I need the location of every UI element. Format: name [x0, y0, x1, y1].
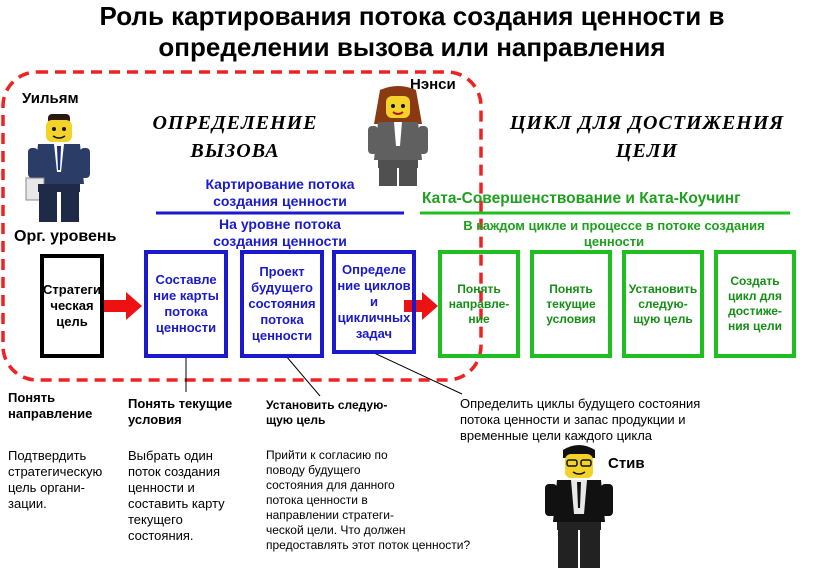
note4-body: Определить циклы будущего состояния пото…: [460, 396, 700, 444]
kata-subtitle-line2: ценности: [583, 234, 645, 249]
note3-title-line2: щую цель: [266, 413, 326, 427]
vsm-future-text: Проект будущего состояния потока ценност…: [248, 264, 316, 343]
note3-title: Установить следую- щую цель: [266, 398, 387, 428]
note3-line: Прийти к согласию по: [266, 448, 388, 462]
vsm-label: Картирование потока создания ценности: [150, 176, 410, 210]
note1-line: зации.: [8, 496, 47, 511]
note3-line: потока ценности в: [266, 493, 368, 507]
note2-title-line1: Понять текущие: [128, 396, 233, 411]
strategic-goal-text: Стратеги ческая цель: [43, 282, 101, 329]
note4-line: потока ценности и запас продукции и: [460, 412, 686, 427]
note4-line: Определить циклы будущего состояния: [460, 396, 701, 411]
red-arrow-icon: [404, 292, 438, 320]
loops-box: Определе ние циклов и цикличных задач: [332, 250, 416, 354]
strategic-goal-box: Стратеги ческая цель: [40, 254, 104, 358]
note2-title: Понять текущие условия: [128, 396, 232, 428]
note2-line: составить карту: [128, 496, 225, 511]
green-cycle-text: Создать цикл для достиже- ния цели: [727, 274, 783, 333]
red-arrow-icon: [104, 292, 142, 320]
vs-level-label: На уровне потока создания ценности: [150, 216, 410, 250]
green-target-text: Установить следую- щую цель: [628, 281, 698, 326]
kata-subtitle: В каждом цикле и процессе в потоке созда…: [424, 218, 804, 250]
green-conditions-box: Понять текущие условия: [530, 250, 612, 358]
kata-title: Ката-Совершенствование и Ката-Коучинг: [422, 190, 741, 207]
note3-line: состояния для данного: [266, 478, 395, 492]
note4-line: временные цели каждого цикла: [460, 428, 653, 443]
note2-title-line2: условия: [128, 412, 182, 427]
note1-title-line1: Понять: [8, 390, 56, 405]
note2-line: текущего: [128, 512, 183, 527]
note1-body: Подтвердить стратегическую цель органи- …: [8, 448, 102, 512]
green-direction-text: Понять направле- ние: [448, 281, 510, 326]
note2-line: поток создания: [128, 464, 221, 479]
green-target-box: Установить следую- щую цель: [622, 250, 704, 358]
vsm-label-line1: Картирование потока: [205, 176, 355, 192]
green-direction-box: Понять направле- ние: [438, 250, 520, 358]
vs-level-label-line1: На уровне потока: [219, 216, 341, 232]
org-level-label: Орг. уровень: [14, 228, 117, 245]
lego-figure-steve: [545, 445, 613, 568]
note1-line: Подтвердить: [8, 448, 87, 463]
note2-line: состояния.: [128, 528, 194, 543]
green-conditions-text: Понять текущие условия: [546, 281, 596, 326]
vsm-label-line2: создания ценности: [213, 193, 347, 209]
lego-figure-nancy: [368, 86, 428, 186]
note2-line: Выбрать один: [128, 448, 213, 463]
page-title-line2: определении вызова или направления: [158, 32, 666, 62]
connector-line: [285, 355, 321, 397]
cycle-header-line1: ЦИКЛ ДЛЯ ДОСТИЖЕНИЯ: [509, 112, 785, 134]
note3-title-line1: Установить следую-: [266, 398, 388, 412]
person-name-nancy: Нэнси: [410, 76, 456, 93]
vs-level-label-line2: создания ценности: [213, 233, 347, 249]
note2-line: ценности и: [128, 480, 195, 495]
note1-title: Понять направление: [8, 390, 92, 422]
challenge-header-line2: ВЫЗОВА: [190, 140, 280, 162]
cycle-header-line2: ЦЕЛИ: [615, 140, 679, 162]
note3-line: предоставлять этот поток ценности?: [266, 538, 471, 552]
note1-line: цель органи-: [8, 480, 85, 495]
note3-line: ческой цели. Что должен: [266, 523, 406, 537]
note1-title-line2: направление: [8, 406, 93, 421]
note1-line: стратегическую: [8, 464, 103, 479]
connector-line: [371, 351, 463, 395]
note3-body: Прийти к согласию по поводу будущего сос…: [266, 448, 470, 553]
vsm-current-box: Составле ние карты потока ценности: [144, 250, 228, 358]
kata-subtitle-line1: В каждом цикле и процессе в потоке созда…: [463, 218, 765, 233]
green-cycle-box: Создать цикл для достиже- ния цели: [714, 250, 796, 358]
note3-line: поводу будущего: [266, 463, 361, 477]
challenge-header-line1: ОПРЕДЕЛЕНИЕ: [152, 112, 318, 134]
lego-figure-william: [25, 114, 90, 222]
vsm-current-text: Составле ние карты потока ценности: [153, 272, 219, 335]
loops-text: Определе ние циклов и цикличных задач: [337, 262, 411, 341]
page-title-line1: Роль картирования потока создания ценнос…: [99, 1, 725, 31]
person-name-steve: Стив: [608, 455, 645, 472]
challenge-dashed-frame: [1, 70, 483, 382]
note2-body: Выбрать один поток создания ценности и с…: [128, 448, 225, 544]
person-name-william: Уильям: [22, 90, 79, 107]
vsm-future-box: Проект будущего состояния потока ценност…: [240, 250, 324, 358]
note3-line: направлении стратеги-: [266, 508, 394, 522]
